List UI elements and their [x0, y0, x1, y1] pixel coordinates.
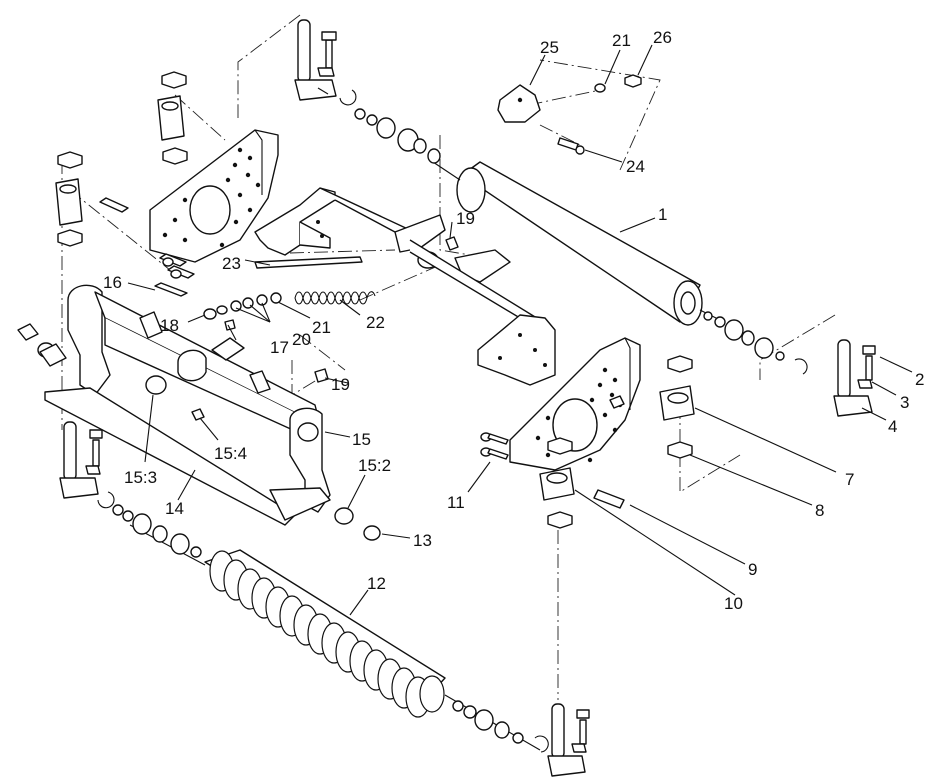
bolt-19-upper: [445, 236, 459, 251]
pivot-bracket-bottom: [547, 703, 590, 777]
callout-2: 2: [915, 370, 924, 389]
leader-lines: [127, 44, 913, 616]
callout-25: 25: [540, 38, 559, 57]
callout-16: 16: [103, 273, 122, 292]
callout-15-3: 15:3: [124, 468, 157, 487]
bushings-left: [17, 323, 67, 367]
callout-19-upper: 19: [456, 209, 475, 228]
rod-14: [44, 387, 331, 526]
roller-12-coils: [209, 550, 445, 718]
arm-assembly-15: [67, 284, 331, 513]
plate-holes: [162, 147, 261, 248]
callout-15-2: 15:2: [358, 456, 391, 475]
clamp-block-7: [659, 355, 695, 459]
callout-19-lower: 19: [331, 375, 350, 394]
callout-15-4: 15:4: [214, 444, 247, 463]
clamp-block-upper-left: [157, 71, 188, 165]
bracket-25: [497, 84, 541, 123]
bolt-9: [593, 489, 625, 509]
callout-8: 8: [815, 501, 824, 520]
roller-12: [129, 524, 541, 751]
callout-labels: 1 2 3 4 7 8 9 10 11 12 13 14 15 15:2 15:…: [103, 28, 924, 613]
clamp-block-10: [539, 437, 575, 529]
pivot-bracket-top-left: [294, 19, 337, 101]
roller-12-bearings-right: [452, 700, 549, 753]
roller-1-bearings-right: [703, 311, 808, 375]
bushings-15-2-13: [334, 507, 381, 541]
pivot-bracket-lower-left: [59, 421, 103, 499]
bolts-11: [480, 432, 509, 460]
callout-14: 14: [165, 499, 184, 518]
callout-15: 15: [352, 430, 371, 449]
side-plate-left-upper: [149, 129, 279, 263]
pivot-bracket-right: [833, 339, 876, 417]
plate-bolts-left: [99, 197, 195, 279]
callout-10: 10: [724, 594, 743, 613]
callout-1: 1: [658, 205, 667, 224]
rod-23: [254, 256, 363, 269]
callout-4: 4: [888, 417, 897, 436]
side-plate-right: [509, 337, 641, 471]
plate-holes-right: [535, 367, 623, 463]
callout-26: 26: [653, 28, 672, 47]
washer-21-nut-26: [594, 74, 642, 93]
washer-stack-center: [154, 282, 282, 331]
callout-7: 7: [845, 470, 854, 489]
callout-21-center: 21: [312, 318, 331, 337]
callout-21-top: 21: [612, 31, 631, 50]
callout-12: 12: [367, 574, 386, 593]
bolt-19-lower: [314, 368, 329, 383]
callout-24: 24: [626, 157, 645, 176]
bolt-24: [557, 137, 585, 155]
callout-11: 11: [447, 493, 465, 512]
center-frame: [254, 187, 556, 386]
callout-23: 23: [222, 254, 241, 273]
roller-1-bearings-left: [339, 89, 441, 164]
callout-3: 3: [900, 393, 909, 412]
callout-22: 22: [366, 313, 385, 332]
callout-9: 9: [748, 560, 757, 579]
callout-18: 18: [160, 316, 179, 335]
callout-13: 13: [413, 531, 432, 550]
roller-12-bearings-left: [97, 491, 202, 558]
clamp-block-left: [55, 151, 83, 247]
roller-1: [429, 159, 721, 326]
spring-22: [294, 291, 376, 305]
callout-17: 17: [270, 338, 289, 357]
callout-20: 20: [292, 330, 311, 349]
